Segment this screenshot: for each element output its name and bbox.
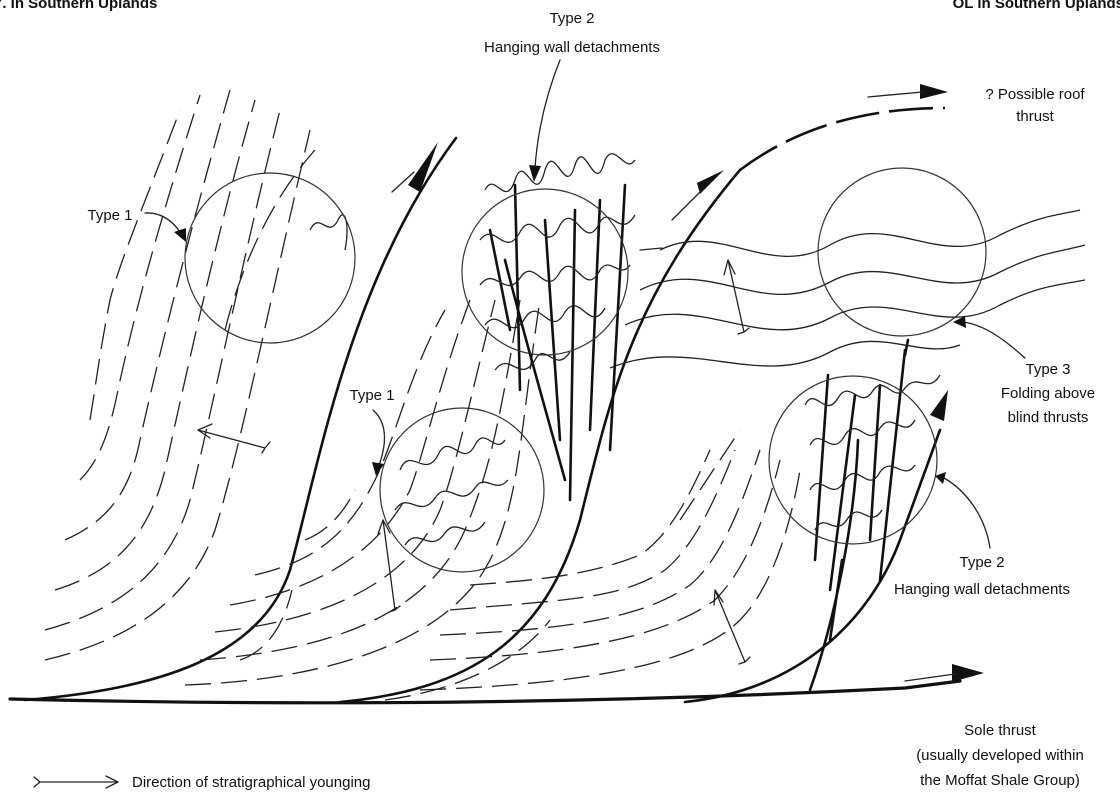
label-type3-title: Type 3: [1025, 361, 1070, 378]
type1-left-wiggle: [310, 215, 347, 250]
legend: Direction of stratigraphical younging: [34, 774, 370, 791]
roof-thrust-arrow-tail: [868, 92, 922, 97]
pointer-type2-right: [944, 478, 990, 548]
type1-mid-folds: [395, 438, 508, 545]
header-fragment-left: 7. In Southern Uplands: [0, 0, 157, 12]
legend-younging-symbol: [34, 776, 118, 788]
sole-thrust-tail: [905, 674, 955, 681]
label-type2-right-sub: Hanging wall detachments: [894, 581, 1070, 598]
type3-folded-beds: [610, 210, 1085, 368]
pointer-type1-left-head: [174, 228, 186, 242]
circle-type3: [818, 168, 986, 336]
pointer-type2-right-head: [935, 472, 946, 484]
label-type2-right-title: Type 2: [959, 554, 1004, 571]
label-type3-line3: blind thrusts: [1008, 409, 1089, 426]
thrust-1-arrowhead: [408, 142, 438, 192]
label-type2-top-title: Type 2: [549, 10, 594, 27]
label-type2-top-sub: Hanging wall detachments: [484, 39, 660, 56]
beds-panel-1: [45, 90, 315, 660]
pointer-type1-left: [145, 213, 180, 232]
label-sole-line2: (usually developed within: [916, 747, 1084, 764]
label-sole-line3: the Moffat Shale Group): [920, 772, 1080, 789]
thrust-2-arrow-tail: [672, 190, 702, 220]
thrust-3: [685, 430, 940, 702]
pointer-type3: [963, 322, 1025, 358]
label-type3-line2: Folding above: [1001, 385, 1095, 402]
younging-arrow: [714, 590, 750, 664]
header-fragment-right: OL in Southern Uplands: [953, 0, 1120, 12]
pointer-type2-top: [535, 60, 560, 168]
type2-right-detachments: [805, 340, 940, 690]
label-roof-line1: ? Possible roof: [985, 86, 1085, 103]
younging-arrow: [724, 260, 749, 334]
legend-younging-text: Direction of stratigraphical younging: [132, 774, 370, 791]
label-sole-line1: Sole thrust: [964, 722, 1037, 739]
pointer-type1-mid: [373, 410, 385, 468]
younging-arrow: [378, 520, 400, 612]
label-roof-line2: thrust: [1016, 108, 1054, 125]
beds-panel-3: [420, 430, 800, 690]
younging-arrow: [198, 424, 270, 453]
circle-type1-left: [185, 173, 355, 343]
thrust-3-arrowhead: [930, 390, 948, 421]
type2-top-detachments: [480, 154, 635, 500]
label-type1-left: Type 1: [87, 207, 132, 224]
label-type1-mid: Type 1: [349, 387, 394, 404]
roof-thrust-arrowhead: [920, 84, 948, 99]
sole-thrust: [10, 681, 960, 703]
possible-roof-thrust: [740, 108, 945, 170]
sole-thrust-arrowhead: [952, 664, 984, 682]
